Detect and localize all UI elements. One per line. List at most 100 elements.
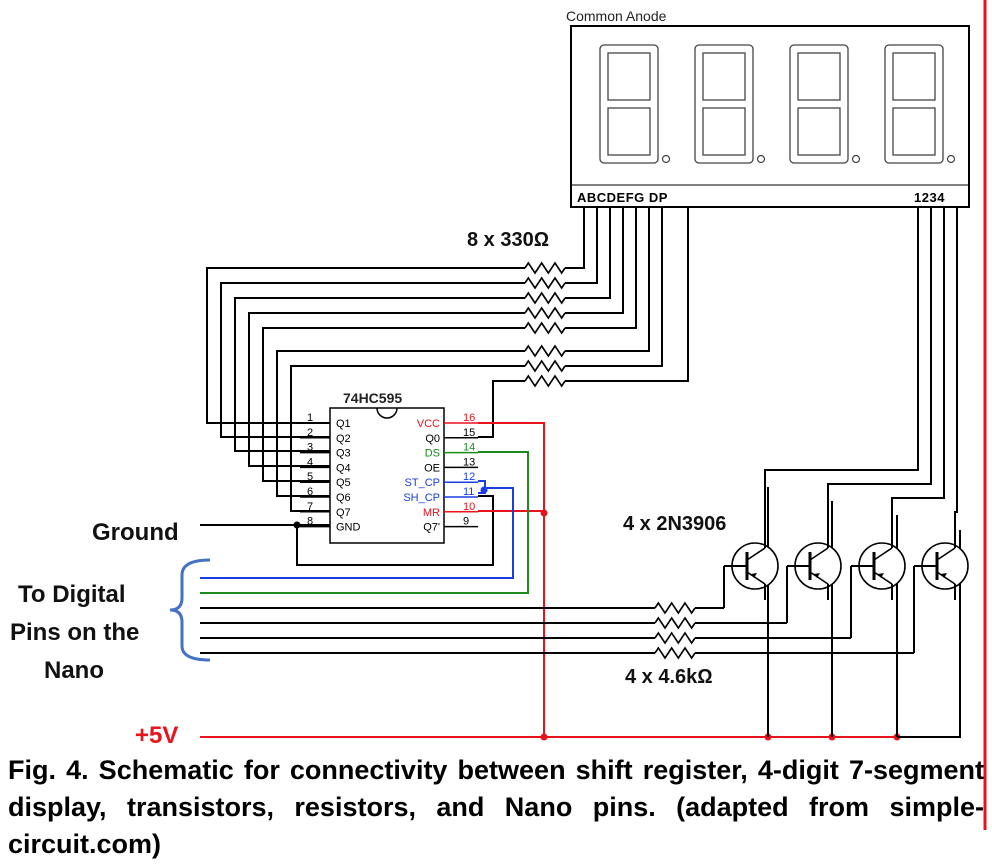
chip-pin-name: Q7' (423, 522, 440, 534)
base-resistor (654, 601, 696, 615)
chip-pin-number: 7 (307, 501, 313, 513)
chip-body (329, 407, 445, 544)
digit-3 (789, 44, 861, 164)
chip-pin-name: GND (336, 522, 361, 534)
digit-common-wire (954, 207, 958, 540)
segment-resistor (524, 276, 566, 290)
chip-pin-number: 14 (463, 442, 475, 454)
digital-pins-bracket (169, 558, 211, 662)
display-body (570, 25, 970, 208)
digit-2 (694, 44, 766, 164)
digit-lower-window (607, 107, 651, 156)
resistors-top-label: 8 x 330Ω (467, 229, 549, 251)
decimal-point (946, 154, 956, 164)
base-resistor (654, 646, 696, 660)
figure-caption: Fig. 4. Schematic for connectivity betwe… (8, 755, 984, 859)
chip-pin-number: 16 (463, 412, 475, 424)
digit-upper-window (607, 52, 651, 101)
transistors (723, 540, 969, 653)
chip-pin-name: VCC (417, 418, 440, 430)
chip-pin-number: 12 (463, 471, 475, 483)
segment-wire-to-chip (234, 297, 525, 452)
chip-pin-name: ST_CP (405, 477, 440, 489)
segment-resistor (524, 261, 566, 275)
segment-wire-to-chip (492, 380, 525, 395)
segment-wire (565, 207, 663, 367)
base-resistor (654, 616, 696, 630)
transistor-arrow (878, 573, 884, 578)
chip-pin-name: Q6 (336, 492, 351, 504)
digital-pins-label-line-2: Pins on the (10, 619, 139, 646)
supply-label: +5V (135, 722, 178, 749)
chip-pin-number: 15 (463, 427, 475, 439)
ground-label: Ground (92, 519, 179, 546)
chip-pin-number: 13 (463, 456, 475, 468)
transistor-collector (936, 571, 956, 585)
decimal-point (756, 154, 766, 164)
segment-wire-to-chip (220, 282, 525, 438)
chip-pin-name: MR (423, 507, 440, 519)
segment-wire (565, 207, 598, 284)
chip-pin-number: 2 (307, 427, 313, 439)
transistor-emitter (936, 547, 956, 561)
digit-outline (694, 44, 754, 164)
chip-notch (376, 407, 398, 419)
transistors-label: 4 x 2N3906 (623, 513, 726, 535)
segment-wire (565, 207, 585, 269)
transistor-arrow (941, 573, 947, 578)
decimal-point (851, 154, 861, 164)
oe-ground-loop (296, 495, 494, 566)
transistor-2 (786, 540, 842, 623)
transistor-emitter (809, 547, 829, 561)
digit-upper-window (892, 52, 936, 101)
chip-pin-number: 9 (463, 516, 469, 528)
chip-pin-number: 11 (463, 486, 474, 498)
chip-pin-name: Q3 (336, 448, 351, 460)
chip-pin-number: 4 (307, 456, 313, 468)
digital-pins-label-line-1: To Digital (18, 581, 126, 608)
digit-upper-window (702, 52, 746, 101)
chip-pin-number: 6 (307, 486, 313, 498)
chip-pin-name: Q4 (336, 462, 351, 474)
chip-pin-name: OE (424, 462, 440, 474)
chip-pin-number: 10 (463, 501, 475, 513)
transistor-1 (723, 540, 779, 608)
transistor-arrow (814, 573, 820, 578)
display-digits (599, 44, 956, 164)
chip-name: 74HC595 (343, 390, 402, 406)
segment-resistor (524, 306, 566, 320)
digit-1 (599, 44, 671, 164)
transistor-arrow (751, 573, 757, 578)
segment-resistor (524, 359, 566, 373)
junction-dot (540, 733, 548, 741)
digit-4 (884, 44, 956, 164)
segment-resistor (524, 374, 566, 388)
digit-outline (789, 44, 849, 164)
segment-wire (565, 207, 637, 329)
seven-segment-display: Common Anode ABCDEFG DP 1234 (566, 8, 970, 208)
transistor-4 (913, 540, 969, 653)
segment-wire-to-chip (262, 327, 525, 482)
chip-pin-name: DS (425, 448, 440, 460)
chip-pin-name: Q7 (336, 507, 351, 519)
segment-wire-to-chip (276, 350, 525, 497)
segment-resistor (524, 344, 566, 358)
digit-common-wire (891, 207, 945, 540)
base-resistor (654, 631, 696, 645)
digit-lower-window (797, 107, 841, 156)
ds-wire (200, 451, 529, 594)
digit-common-wire (764, 207, 919, 540)
digit-outline (599, 44, 659, 164)
segment-wire (565, 207, 650, 352)
digital-pins-label-line-3: Nano (44, 657, 104, 684)
segment-wire-to-chip (290, 365, 525, 512)
segment-wire (565, 207, 611, 299)
chip-pin-number: 1 (307, 412, 313, 424)
segment-wire (565, 207, 689, 382)
transistor-collector (873, 571, 893, 585)
transistor-collector (809, 571, 829, 585)
chip-pin-name: Q5 (336, 477, 351, 489)
